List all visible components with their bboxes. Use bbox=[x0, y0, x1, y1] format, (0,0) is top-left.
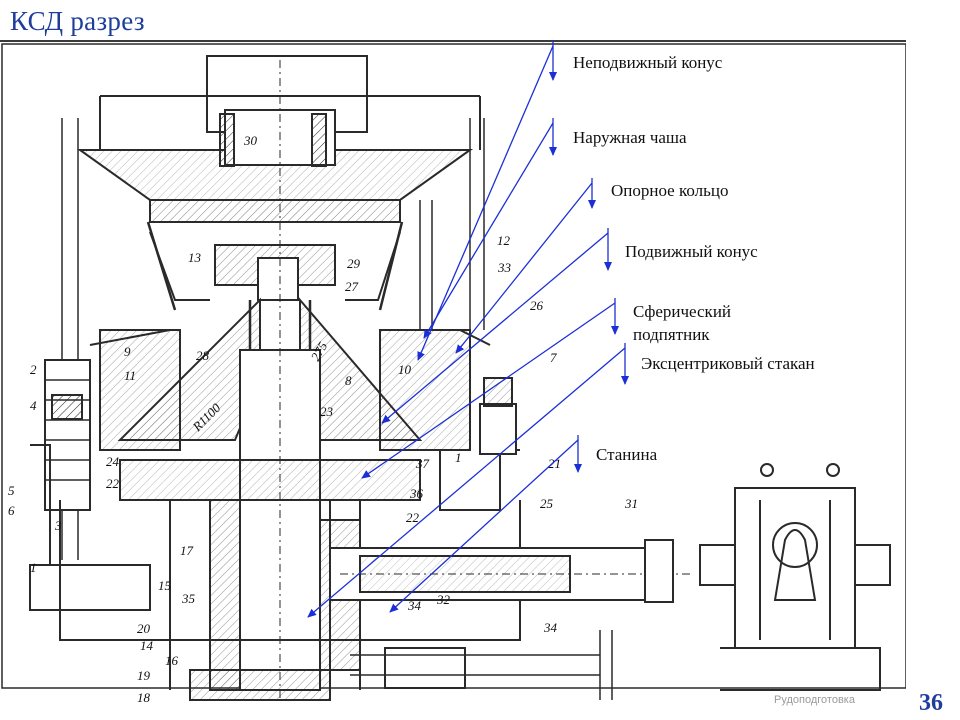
callout-33: 33 bbox=[497, 260, 512, 275]
label-eccentric-bushing: Эксцентриковый стакан bbox=[641, 354, 815, 373]
callout-8: 8 bbox=[345, 373, 352, 388]
callout-18: 18 bbox=[137, 690, 151, 705]
callout-32: 32 bbox=[436, 592, 451, 607]
label-frame: Станина bbox=[596, 445, 658, 464]
callout-16: 16 bbox=[165, 653, 179, 668]
callout-25: 25 bbox=[540, 496, 554, 511]
callout-5: 5 bbox=[8, 483, 15, 498]
slide-title: КСД разрез bbox=[10, 6, 145, 36]
title-rule bbox=[0, 40, 906, 42]
label-moving-cone: Подвижный конус bbox=[625, 242, 758, 261]
callout-13: 13 bbox=[188, 250, 202, 265]
callout-22-b: 22 bbox=[406, 510, 420, 525]
callout-20: 20 bbox=[137, 621, 151, 636]
leader-eccentric-bushing bbox=[307, 347, 626, 618]
label-spherical-bearing-line1: Сферический bbox=[633, 302, 732, 321]
callout-10: 10 bbox=[398, 362, 412, 377]
leader-fixed-cone bbox=[417, 45, 554, 361]
callout-21: 21 bbox=[548, 456, 561, 471]
callout-22-a: 22 bbox=[106, 476, 120, 491]
callout-26: 26 bbox=[530, 298, 544, 313]
callout-27: 27 bbox=[345, 279, 359, 294]
callout-4: 4 bbox=[30, 398, 37, 413]
callout-7: 7 bbox=[550, 350, 557, 365]
callout-23: 23 bbox=[320, 404, 334, 419]
callout-1-top: 1 bbox=[455, 450, 462, 465]
label-outer-bowl: Наружная чаша bbox=[573, 128, 687, 147]
callout-11: 11 bbox=[124, 368, 136, 383]
callout-31: 31 bbox=[624, 496, 638, 511]
callout-28: 28 bbox=[196, 348, 210, 363]
callout-34-a: 34 bbox=[407, 598, 422, 613]
callout-35: 35 bbox=[181, 591, 196, 606]
callout-24: 24 bbox=[106, 454, 120, 469]
callout-14: 14 bbox=[140, 638, 154, 653]
leader-outer-bowl bbox=[423, 122, 554, 339]
callout-29: 29 bbox=[347, 256, 361, 271]
callout-30: 30 bbox=[243, 133, 258, 148]
callout-15: 15 bbox=[158, 578, 172, 593]
right-gutter bbox=[906, 40, 960, 690]
callout-2: 2 bbox=[30, 362, 37, 377]
callout-17: 17 bbox=[180, 543, 194, 558]
callout-34-b: 34 bbox=[543, 620, 558, 635]
callout-37: 37 bbox=[415, 456, 430, 471]
callout-1-left: 1 bbox=[30, 560, 37, 575]
leader-support-ring bbox=[455, 182, 593, 354]
leader-spherical-bearing bbox=[361, 302, 616, 479]
footer-brand: Рудоподготовка bbox=[774, 694, 855, 706]
callout-19: 19 bbox=[137, 668, 151, 683]
callout-36: 36 bbox=[409, 486, 424, 501]
callout-3: 3 bbox=[54, 518, 62, 533]
leader-lines bbox=[307, 40, 629, 618]
callout-9: 9 bbox=[124, 344, 131, 359]
leader-frame bbox=[389, 439, 579, 613]
page-number: 36 bbox=[919, 690, 943, 716]
callout-6: 6 bbox=[8, 503, 15, 518]
leader-moving-cone bbox=[381, 232, 609, 424]
label-spherical-bearing-line2: подпятник bbox=[633, 325, 710, 344]
label-fixed-cone: Неподвижный конус bbox=[573, 53, 723, 72]
callout-12: 12 bbox=[497, 233, 511, 248]
label-support-ring: Опорное кольцо bbox=[611, 181, 729, 200]
